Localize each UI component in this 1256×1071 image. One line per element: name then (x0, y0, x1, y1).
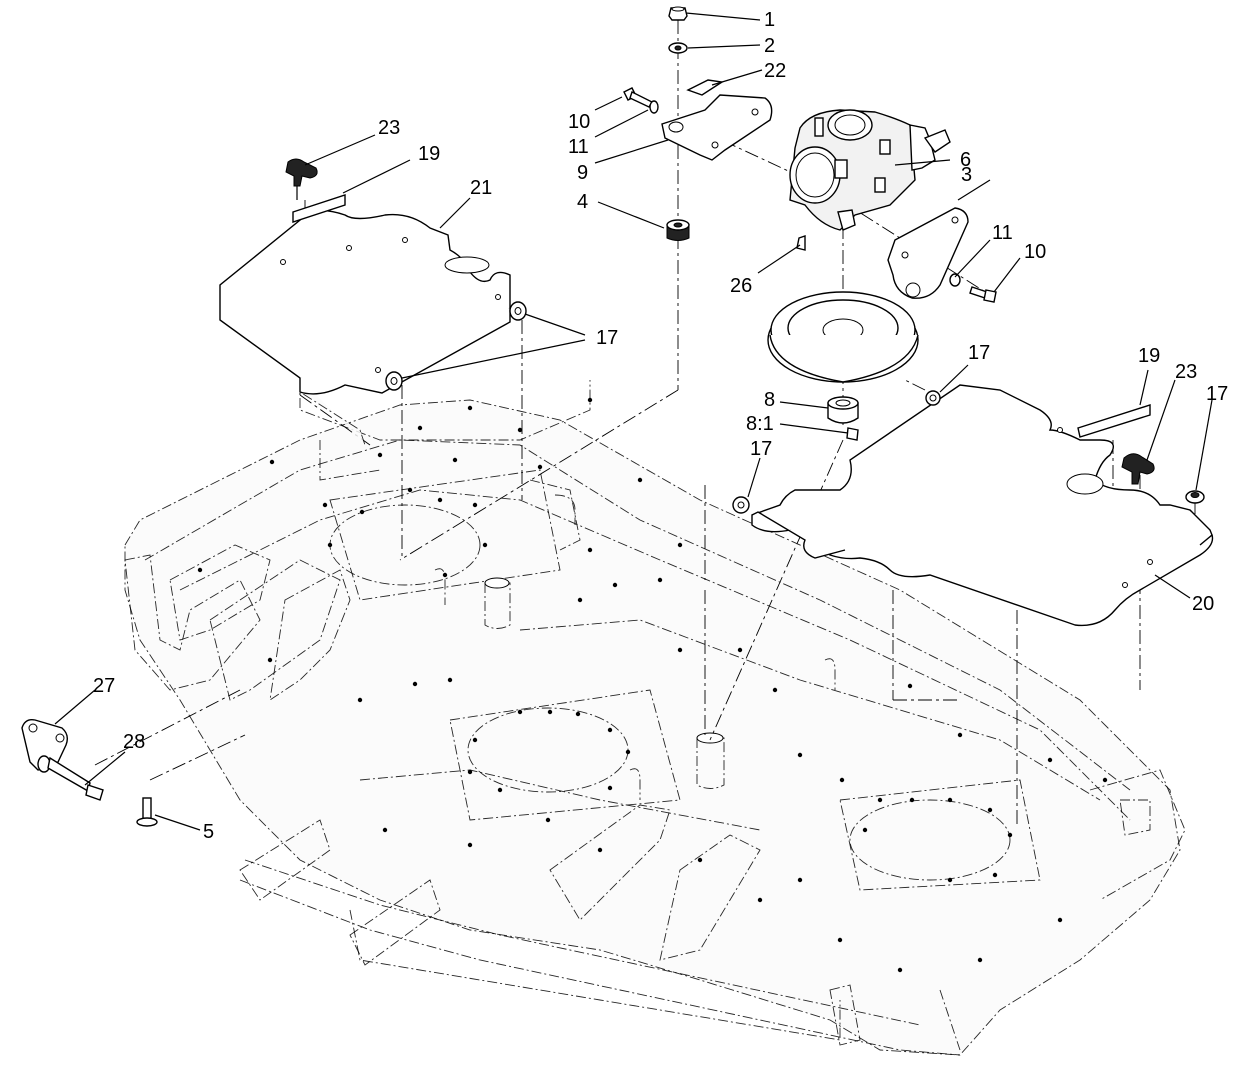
callout-26: 26 (730, 275, 752, 297)
callout-4: 4 (577, 191, 588, 213)
right-belt-cover (751, 384, 1214, 627)
bolt-5 (136, 797, 158, 827)
callout-8: 8 (764, 389, 775, 411)
callout-8-1: 8:1 (746, 413, 774, 435)
callout-labels: 1 2 22 10 11 9 4 6 3 11 10 26 23 19 21 1… (93, 9, 1228, 843)
nut-1 (668, 6, 688, 21)
callout-11-right: 11 (992, 222, 1013, 244)
callout-6: 6 (960, 149, 971, 171)
callout-10-left: 10 (568, 111, 590, 133)
callout-17-far-right: 17 (1206, 383, 1228, 405)
leader-lines (54, 12, 1213, 831)
left-belt-cover (219, 209, 511, 446)
bushing-4 (666, 219, 690, 241)
callout-28: 28 (123, 731, 145, 753)
bracket-9 (661, 94, 773, 161)
callout-21: 21 (470, 177, 492, 199)
deck-holes (197, 397, 1108, 973)
callout-3: 3 (961, 164, 972, 186)
bracket-27 (21, 718, 69, 773)
callout-2: 2 (764, 35, 775, 57)
knob-23-left (285, 158, 318, 200)
callout-9: 9 (577, 162, 588, 184)
pin-28 (47, 756, 104, 801)
decal-19-right (1077, 404, 1151, 438)
knob-23-right (1121, 453, 1155, 485)
washer-2 (668, 42, 688, 54)
decal-22 (686, 79, 724, 96)
pulley (767, 291, 919, 383)
callout-22: 22 (764, 60, 786, 82)
plate-3 (887, 207, 969, 299)
callout-23-left: 23 (378, 117, 400, 139)
callout-27: 27 (93, 675, 115, 697)
hub-8 (827, 396, 859, 424)
callout-17-right-top: 17 (968, 342, 990, 364)
callout-17-left: 17 (596, 327, 618, 349)
gearbox-6 (789, 109, 951, 231)
callout-1: 1 (764, 9, 775, 31)
decal-19-left (292, 194, 346, 223)
washers-17-right (732, 390, 1205, 514)
bolt-10-left (623, 87, 659, 114)
callout-10-right: 10 (1024, 241, 1046, 263)
callout-20: 20 (1192, 593, 1214, 615)
mower-deck-phantom (124, 380, 1186, 1056)
callout-5: 5 (203, 821, 214, 843)
callout-19-right: 19 (1138, 345, 1160, 367)
washers-17-left (385, 301, 527, 391)
setscrew-8-1 (846, 427, 859, 441)
callout-17-bottom: 17 (750, 438, 772, 460)
bolt-10-right (949, 273, 997, 303)
callout-19-left: 19 (418, 143, 440, 165)
key-26 (796, 235, 806, 251)
callout-23-right: 23 (1175, 361, 1197, 383)
callout-11-left: 11 (568, 136, 589, 158)
